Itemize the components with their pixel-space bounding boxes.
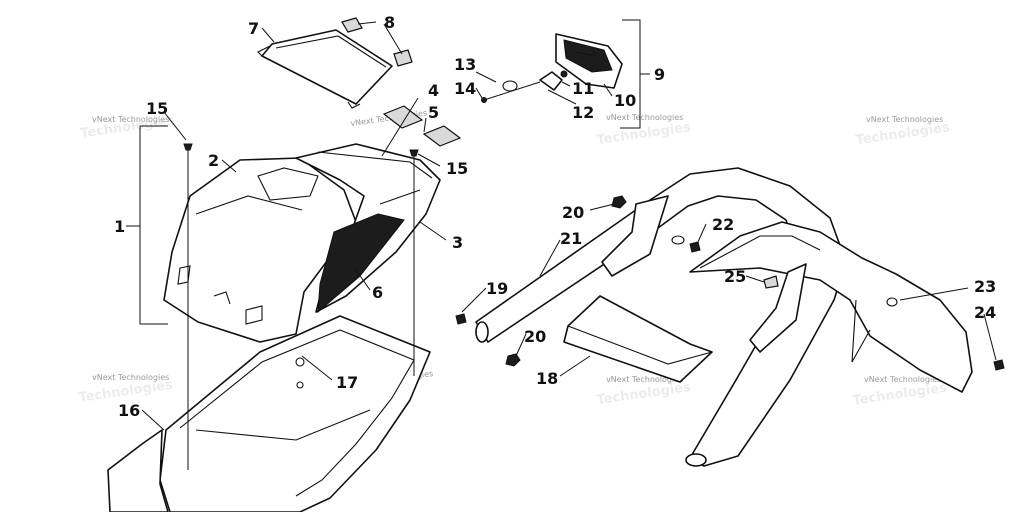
part-8-clips <box>341 17 413 67</box>
part-16-storage-box <box>107 315 431 512</box>
callout-18: 18 <box>536 369 558 388</box>
svg-text:vNext Technologies: vNext Technologies <box>92 115 169 124</box>
callout-20-bottom: 20 <box>524 327 546 346</box>
callout-15-right: 15 <box>446 159 468 178</box>
part-21-bracket <box>601 195 669 277</box>
callout-7: 7 <box>248 19 259 38</box>
part-23-fender <box>689 221 973 393</box>
callout-4: 4 <box>428 81 439 100</box>
callout-13: 13 <box>454 55 476 74</box>
callout-16: 16 <box>118 401 140 420</box>
svg-text:vNext Technologies: vNext Technologies <box>606 375 683 384</box>
callout-11: 11 <box>572 79 594 98</box>
part-25-mount <box>749 263 807 353</box>
callout-23: 23 <box>974 277 996 296</box>
part-13-14-bolt <box>481 80 541 103</box>
part-19-bolt <box>455 313 467 325</box>
callout-17: 17 <box>336 373 358 392</box>
callout-24: 24 <box>974 303 996 322</box>
callout-12: 12 <box>572 103 594 122</box>
callout-15-left: 15 <box>146 99 168 118</box>
callout-19: 19 <box>486 279 508 298</box>
svg-text:Technologies: Technologies <box>852 380 948 408</box>
svg-text:Technologies: Technologies <box>596 380 692 408</box>
callout-2: 2 <box>208 151 219 170</box>
part-18-foam-block <box>563 295 713 383</box>
part-15-screw-right <box>409 149 419 376</box>
part-2-seat-cover <box>163 157 357 343</box>
callout-22: 22 <box>712 215 734 234</box>
svg-text:Technologies: Technologies <box>855 120 951 148</box>
callout-10: 10 <box>614 91 636 110</box>
svg-text:vNext Technologies: vNext Technologies <box>866 115 943 124</box>
callout-14: 14 <box>454 79 476 98</box>
svg-text:vNext Technologies: vNext Technologies <box>864 375 941 384</box>
callout-21: 21 <box>560 229 582 248</box>
part-7-plate <box>257 29 393 109</box>
callout-25: 25 <box>724 267 746 286</box>
part-15-screw-left <box>183 143 193 470</box>
svg-text:vNext Technologies: vNext Technologies <box>92 373 169 382</box>
watermark-3: Technologies vNext Technologies <box>596 113 692 148</box>
part-25-clip <box>763 275 779 289</box>
part-21-grab-bar <box>475 167 847 467</box>
watermark-4: Technologies vNext Technologies <box>855 115 951 148</box>
part-5-pad <box>422 125 462 147</box>
callout-6: 6 <box>372 283 383 302</box>
leader-lines <box>126 19 997 431</box>
svg-text:Technologies: Technologies <box>596 120 692 148</box>
callout-1: 1 <box>114 217 125 236</box>
callout-8: 8 <box>384 13 395 32</box>
callout-5: 5 <box>428 103 439 122</box>
callout-3: 3 <box>452 233 463 252</box>
callout-9: 9 <box>654 65 665 84</box>
callout-labels: 1 2 3 4 5 6 7 8 9 10 11 12 13 14 15 15 1… <box>114 13 996 420</box>
part-4-pad <box>382 105 424 129</box>
svg-text:vNext Technologies: vNext Technologies <box>606 113 683 122</box>
part-24-screw <box>993 359 1005 371</box>
part-20-nut-bottom <box>505 353 521 367</box>
part-20-nut-top <box>611 195 627 209</box>
callout-20-top: 20 <box>562 203 584 222</box>
part-10-tail-light <box>555 33 623 89</box>
watermark-8: Technologies vNext Technologies <box>852 375 948 409</box>
part-11-socket <box>539 70 568 91</box>
part-22-bolt <box>671 235 701 253</box>
